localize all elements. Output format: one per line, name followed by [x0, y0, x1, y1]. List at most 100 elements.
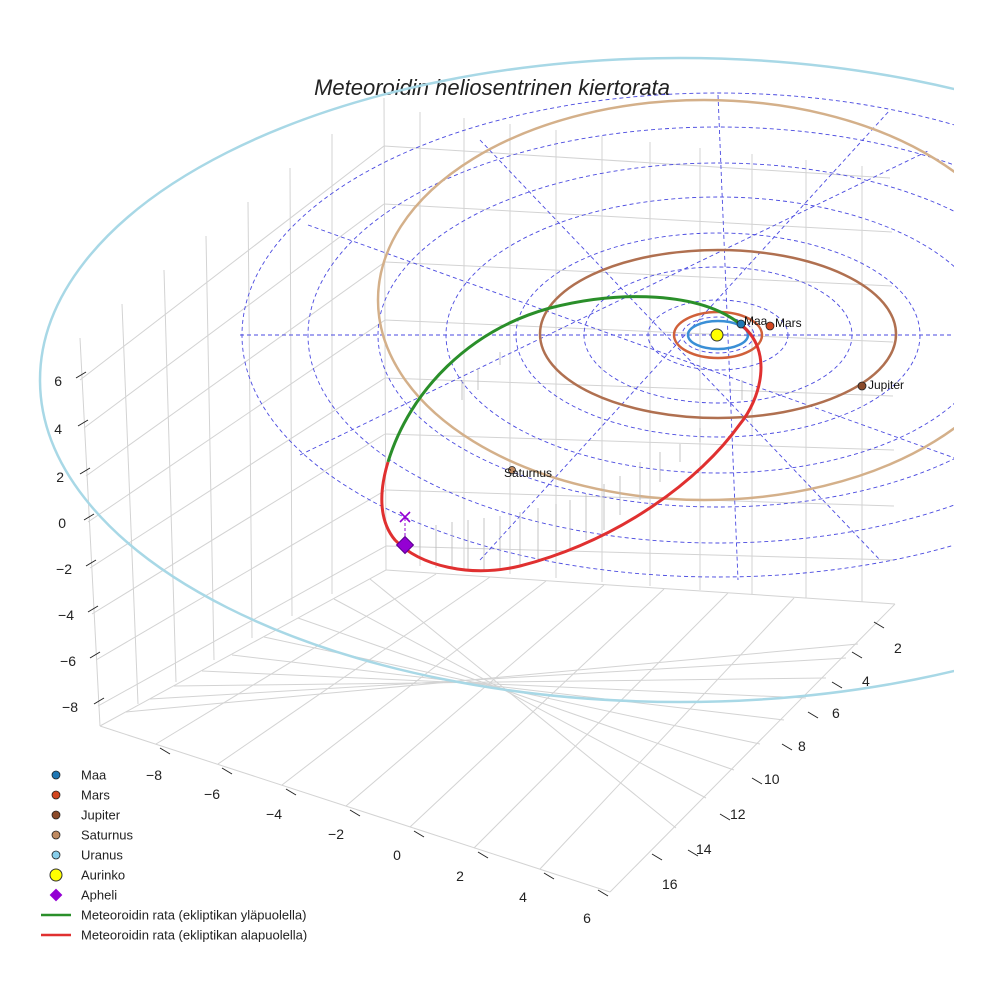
z-tick-label: 6 — [54, 373, 62, 389]
legend-label: Saturnus — [81, 828, 134, 843]
legend-label: Uranus — [81, 848, 123, 863]
grid-line — [383, 203, 893, 233]
grid-line — [231, 654, 785, 721]
maa-label: Maa — [744, 314, 768, 328]
grid-line — [91, 433, 386, 615]
grid-line — [345, 584, 605, 807]
aphelion-marker — [395, 535, 415, 555]
x-tick-label: −6 — [204, 786, 220, 802]
y-tick-label: 4 — [862, 673, 870, 689]
grid-line — [95, 489, 387, 661]
legend-marker — [49, 888, 63, 902]
x-tick-label: −8 — [146, 767, 162, 783]
jupiter-orbit — [538, 248, 898, 420]
legend-label: Meteoroidin rata (ekliptikan yläpuolella… — [81, 908, 306, 923]
grid-line — [609, 603, 896, 893]
grid-line — [217, 576, 491, 765]
grid-line — [99, 725, 611, 893]
grid-line — [539, 597, 795, 870]
grid-line — [79, 145, 385, 381]
grid-line — [87, 319, 386, 523]
legend-marker — [51, 850, 61, 860]
mars-label: Mars — [775, 316, 802, 330]
legend-label: Mars — [81, 788, 110, 803]
grid-line — [163, 269, 177, 683]
legend-label: Meteoroidin rata (ekliptikan alapuolella… — [81, 928, 307, 943]
z-tick-label: 0 — [58, 515, 66, 531]
saturnus-orbit — [376, 98, 954, 502]
grid-line — [383, 145, 891, 179]
grid-line — [384, 319, 894, 343]
grid-line — [89, 377, 386, 569]
legend-marker — [51, 790, 61, 800]
z-axis-ticks — [75, 371, 105, 705]
ecliptic-spoke — [307, 224, 954, 459]
saturnus-marker — [508, 466, 516, 474]
y-axis-ticks — [651, 621, 885, 861]
grid-line — [121, 303, 139, 705]
y-tick-label: 6 — [832, 705, 840, 721]
grid-line — [201, 670, 807, 699]
x-axis-ticks — [159, 747, 609, 897]
legend-marker — [51, 810, 61, 820]
x-tick-label: 0 — [393, 847, 401, 863]
grid-line — [97, 545, 387, 707]
z-tick-label: −6 — [60, 653, 76, 669]
grid-line — [384, 433, 895, 451]
grid-line — [155, 573, 437, 745]
grid-line — [83, 203, 385, 429]
y-tick-label: 2 — [894, 640, 902, 656]
x-tick-label: 6 — [583, 910, 591, 926]
legend-label: Jupiter — [81, 808, 121, 823]
z-tick-label: −4 — [58, 607, 74, 623]
ecliptic-spoke — [479, 109, 891, 561]
aphelion-projection-marker — [399, 511, 411, 523]
y-tick-label: 16 — [662, 876, 678, 892]
maa-marker — [736, 319, 746, 329]
grid-line — [333, 598, 707, 799]
grid-line — [149, 657, 847, 700]
y-tick-label: 14 — [696, 841, 712, 857]
y-tick-label: 10 — [764, 771, 780, 787]
y-tick-label: 8 — [798, 738, 806, 754]
sun-marker — [710, 328, 724, 342]
uranus-orbit — [38, 56, 954, 704]
grid-line — [384, 377, 894, 397]
legend-marker — [51, 830, 61, 840]
grid-line — [247, 201, 253, 639]
z-tick-label: 2 — [56, 469, 64, 485]
grid-line — [289, 167, 293, 617]
ecliptic-ring — [307, 126, 954, 544]
grid-line — [205, 235, 215, 661]
grid-line — [473, 592, 729, 849]
y-tick-label: 12 — [730, 806, 746, 822]
grid-line — [385, 569, 896, 605]
grid-line — [85, 261, 386, 477]
maa-orbit — [686, 319, 750, 351]
z-tick-label: 4 — [54, 421, 62, 437]
grid-line — [369, 578, 677, 829]
meteoroid-orbit-below — [380, 322, 763, 573]
legend-label: Aurinko — [81, 868, 125, 883]
grid-line — [383, 97, 387, 571]
grid-line — [173, 677, 827, 687]
jupiter-label: Jupiter — [868, 378, 904, 392]
legend-marker — [51, 770, 61, 780]
grid-line — [297, 617, 735, 771]
legend: MaaMarsJupiterSaturnusUranusAurinkoAphel… — [41, 768, 307, 943]
legend-label: Maa — [81, 768, 107, 783]
grid-line — [385, 545, 896, 561]
x-tick-label: 2 — [456, 868, 464, 884]
legend-marker — [49, 868, 63, 882]
ecliptic-spoke — [717, 94, 739, 581]
mars-marker — [765, 321, 775, 331]
grid-line — [384, 261, 893, 287]
grid-line — [99, 569, 387, 727]
saturnus-label: Saturnus — [504, 466, 552, 480]
grid-line — [79, 337, 101, 727]
ecliptic-grid — [240, 92, 954, 581]
ecliptic-spoke — [479, 139, 881, 561]
meteoroid-orbit-above — [386, 295, 741, 463]
legend-label: Apheli — [81, 888, 117, 903]
